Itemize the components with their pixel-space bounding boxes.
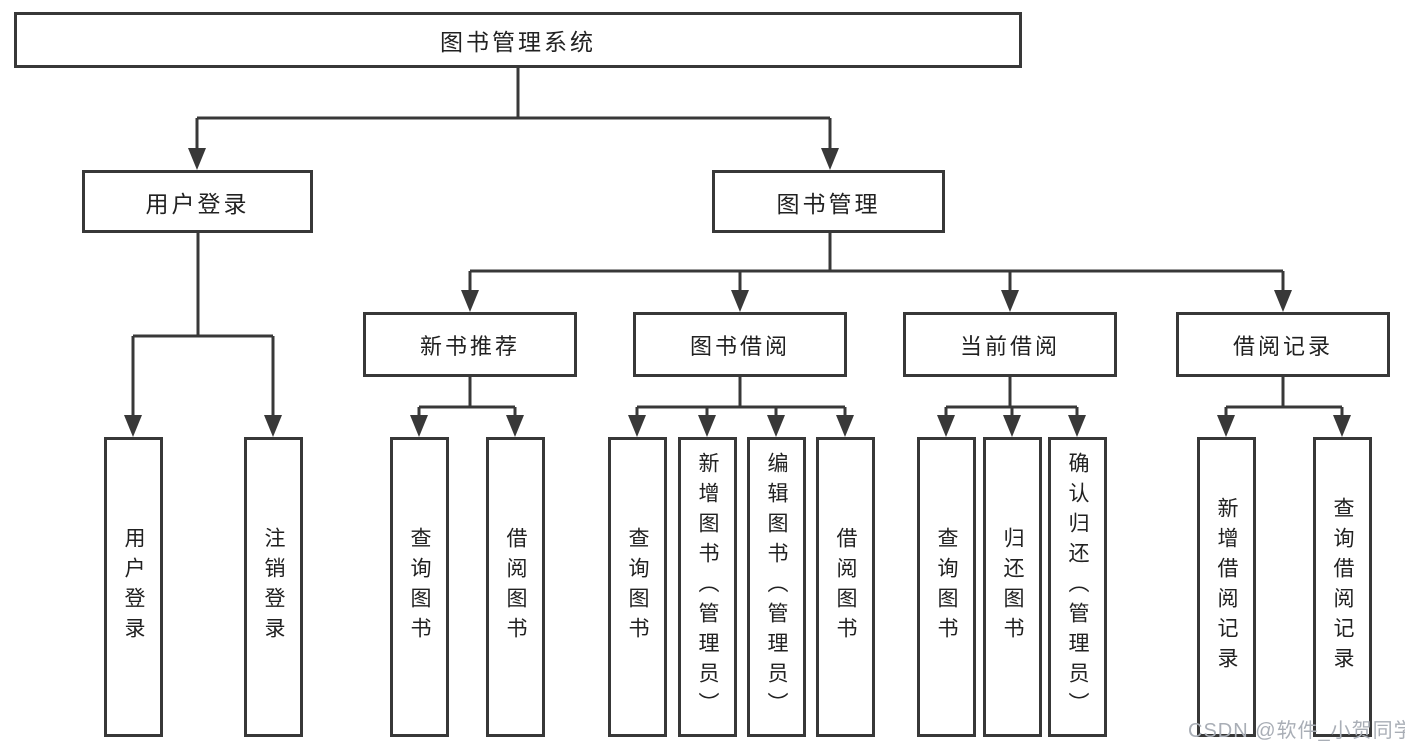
node-user-login: 用户登录 [82,170,313,233]
leaf-borrow-books-recommend: 借阅图书 [486,437,545,737]
node-label: 当前借阅 [959,333,1060,359]
node-current-borrowing: 当前借阅 [903,312,1117,377]
connector-book-management [468,233,1285,294]
node-book-management: 图书管理 [712,170,945,233]
node-label: 用户登录 [122,527,145,647]
node-label: 编辑图书（管理员） [765,452,788,722]
leaf-query-books-borrow: 查询图书 [608,437,667,737]
connector-root [195,68,832,152]
connector-user-login [131,233,275,419]
node-label: 归还图书 [1001,527,1024,647]
node-new-book-recommendation: 新书推荐 [363,312,577,377]
leaf-query-borrow-record: 查询借阅记录 [1313,437,1372,737]
leaf-add-books-admin: 新增图书（管理员） [678,437,737,737]
leaf-query-books-current: 查询图书 [917,437,976,737]
node-label: 图书管理系统 [440,29,596,55]
node-label: 新书推荐 [419,333,520,359]
node-borrowing-records: 借阅记录 [1176,312,1390,377]
node-label: 查询借阅记录 [1331,497,1354,677]
node-label: 查询图书 [935,527,958,647]
node-label: 借阅记录 [1232,333,1333,359]
connector-borrow-records [1224,377,1344,419]
node-book-borrowing: 图书借阅 [633,312,847,377]
node-label: 确认归还（管理员） [1066,452,1089,722]
node-label: 新增借阅记录 [1215,497,1238,677]
leaf-borrow-books-borrow: 借阅图书 [816,437,875,737]
leaf-logout-login: 注销登录 [244,437,303,737]
leaf-user-login: 用户登录 [104,437,163,737]
leaf-edit-books-admin: 编辑图书（管理员） [747,437,806,737]
leaf-return-books: 归还图书 [983,437,1042,737]
node-label: 借阅图书 [504,527,527,647]
node-label: 图书管理 [776,190,881,217]
csdn-watermark: CSDN @软件_小贺同学 [1188,720,1405,742]
arrowheads [124,148,1351,437]
node-label: 注销登录 [262,527,285,647]
node-label: 用户登录 [145,190,250,217]
connector-book-borrow [635,377,847,419]
connector-current-borrow [944,377,1079,419]
node-label: 借阅图书 [834,527,857,647]
leaf-add-borrow-record: 新增借阅记录 [1197,437,1256,737]
node-label: 查询图书 [408,527,431,647]
connector-new-book [417,377,517,419]
node-library-management-system: 图书管理系统 [14,12,1022,68]
node-label: 图书借阅 [689,333,790,359]
leaf-confirm-return-admin: 确认归还（管理员） [1048,437,1107,737]
node-label: 查询图书 [626,527,649,647]
leaf-query-books-recommend: 查询图书 [390,437,449,737]
node-label: 新增图书（管理员） [696,452,719,722]
